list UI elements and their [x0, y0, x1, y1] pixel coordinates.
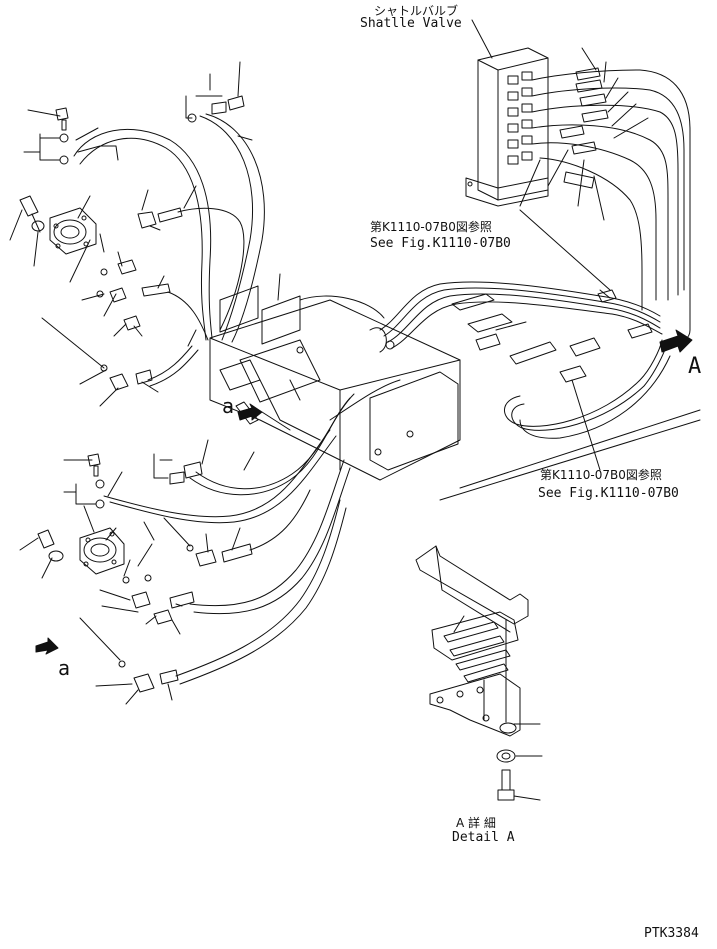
shuttle-valve-label-en: Shatlle Valve	[360, 16, 462, 31]
reference-label-top-jp: 第K1110-07B0図参照	[370, 220, 492, 234]
detail-a-assembly	[416, 546, 528, 800]
central-frame	[210, 286, 460, 480]
shuttle-valve-fittings	[560, 68, 608, 188]
reference-label-bottom-en: See Fig.K1110-07B0	[538, 486, 679, 501]
right-valve-group	[452, 290, 652, 382]
reference-leader-lines	[472, 20, 610, 470]
section-a-arrows	[36, 404, 290, 654]
leader-lines	[10, 62, 542, 800]
reference-label-top-en: See Fig.K1110-07B0	[370, 236, 511, 251]
lower-hoses	[104, 394, 354, 684]
center-hoses	[300, 282, 700, 500]
section-a-label-lower: a	[58, 656, 71, 680]
view-a-arrow	[660, 330, 692, 352]
reference-label-bottom-jp: 第K1110-07B0図参照	[540, 468, 662, 482]
detail-a-label-jp: A 詳 細	[456, 816, 496, 830]
shuttle-valve-ports	[508, 72, 532, 164]
detail-a-label-en: Detail A	[452, 830, 515, 845]
leader-lines-top-right	[520, 48, 648, 220]
drawing-number: PTK3384	[644, 926, 699, 941]
shuttle-valve	[466, 48, 690, 310]
lower-pilot-valve	[38, 454, 252, 692]
view-a-label: A	[688, 354, 702, 379]
section-a-label-upper: a	[222, 394, 235, 418]
shuttle-valve-label-jp: シャトルバルブ	[374, 4, 459, 18]
upper-hoses	[74, 114, 264, 386]
